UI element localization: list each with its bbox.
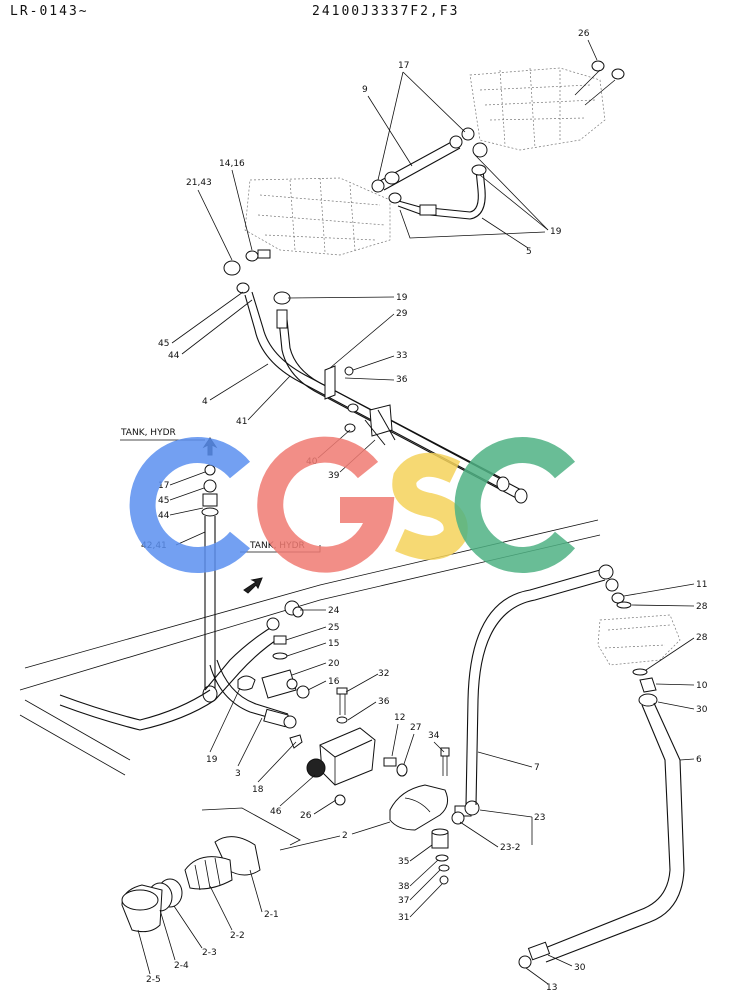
label-14-16: 14,16	[219, 159, 245, 169]
label-34: 34	[428, 731, 440, 741]
label-19-mid: 19	[396, 293, 408, 303]
label-44-top: 44	[168, 351, 180, 361]
label-7: 7	[534, 763, 540, 773]
pump-11-28-10	[597, 592, 681, 707]
label-6: 6	[696, 755, 702, 765]
label-2-2: 2-2	[230, 931, 245, 941]
hose-9	[371, 127, 475, 193]
label-27: 27	[410, 723, 421, 733]
label-19-top: 19	[550, 227, 562, 237]
label-18: 18	[252, 785, 264, 795]
label-2-3: 2-3	[202, 948, 217, 958]
bolt-32-36	[336, 687, 348, 724]
label-31: 31	[398, 913, 409, 923]
label-33: 33	[396, 351, 407, 361]
label-24: 24	[328, 606, 340, 616]
label-2: 2	[342, 831, 348, 841]
label-41: 41	[236, 417, 247, 427]
label-17-top: 17	[398, 61, 409, 71]
pipe-4-41	[244, 291, 528, 504]
filter-head-2	[389, 784, 480, 831]
clamp-bracket	[324, 365, 396, 446]
fitting-26-top	[574, 60, 625, 106]
label-11: 11	[696, 580, 707, 590]
label-5: 5	[526, 247, 532, 257]
label-4: 4	[202, 397, 208, 407]
label-35: 35	[398, 857, 409, 867]
hose-7	[465, 564, 619, 806]
label-2-4: 2-4	[174, 961, 189, 971]
label-44-left: 44	[158, 511, 170, 521]
label-9: 9	[362, 85, 368, 95]
fittings-12-27-34	[383, 747, 450, 777]
label-45-left: 45	[158, 496, 169, 506]
label-39: 39	[328, 471, 340, 481]
label-37: 37	[398, 896, 409, 906]
label-26-top: 26	[578, 29, 590, 39]
fittings-14-16-21-43	[223, 249, 291, 305]
pipe-3	[59, 617, 297, 731]
drawing-code-left: LR-0143~	[10, 4, 89, 19]
control-valve-left-ghost	[244, 177, 391, 256]
hose-42-41	[201, 464, 219, 703]
filter-assembly	[121, 807, 301, 933]
parts-35-38-37-31	[431, 828, 450, 885]
label-13: 13	[546, 983, 557, 993]
label-38: 38	[398, 882, 410, 892]
label-30-top: 30	[696, 705, 708, 715]
label-12: 12	[394, 713, 405, 723]
hose-6	[518, 702, 685, 969]
label-25: 25	[328, 623, 339, 633]
label-32: 32	[378, 669, 389, 679]
label-17-left: 17	[158, 481, 169, 491]
label-20: 20	[328, 659, 340, 669]
drawing-code-right: 24100J3337F2,F3	[312, 4, 460, 19]
label-10: 10	[696, 681, 708, 691]
label-21-43: 21,43	[186, 178, 212, 188]
label-2-5: 2-5	[146, 975, 161, 985]
label-30-bottom: 30	[574, 963, 586, 973]
hose-5	[388, 142, 488, 220]
label-45-top: 45	[158, 339, 169, 349]
fittings-24-25-15-20-16	[237, 600, 310, 699]
label-36-top: 36	[396, 375, 408, 385]
label-28-mid: 28	[696, 633, 708, 643]
label-tank-hydr-top: TANK, HYDR	[120, 428, 176, 438]
label-16: 16	[328, 677, 340, 687]
label-23: 23	[534, 813, 545, 823]
label-23-2: 23-2	[500, 843, 520, 853]
control-valve-upper-ghost	[469, 67, 606, 151]
label-36-mid: 36	[378, 697, 390, 707]
valve-body-46	[289, 727, 376, 806]
cgsc-watermark	[129, 436, 576, 573]
label-26-mid: 26	[300, 811, 312, 821]
label-15: 15	[328, 639, 339, 649]
label-46: 46	[270, 807, 282, 817]
label-2-1: 2-1	[264, 910, 279, 920]
label-28-top: 28	[696, 602, 708, 612]
label-3: 3	[235, 769, 241, 779]
label-29: 29	[396, 309, 408, 319]
label-19-bottom: 19	[206, 755, 218, 765]
